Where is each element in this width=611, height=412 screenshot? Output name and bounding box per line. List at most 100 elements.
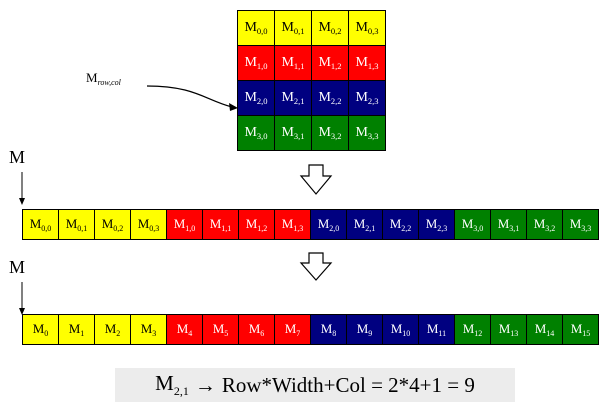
linear-cell: M3,0 [454,209,491,240]
linear-cell-1d: M2 [94,314,131,345]
cell-label: M0,2 [101,215,124,233]
cell-label: M12 [462,320,483,338]
matrix-cell: M3,1 [274,115,312,151]
array-label-m-1: M [9,147,26,167]
element-notation-base: M [86,70,98,85]
cell-label: M1 [68,320,85,338]
cell-label: M3,0 [461,215,484,233]
linear-cell: M2,3 [418,209,455,240]
linear-cell: M3,2 [526,209,563,240]
matrix-cell: M0,0 [237,10,275,46]
matrix-cell: M1,2 [311,45,349,81]
linear-cell-1d: M15 [562,314,599,345]
cell-label: M5 [212,320,229,338]
element-notation-sub: row,col [97,78,121,87]
cell-label: M2,3 [425,215,448,233]
linear-cell: M1,2 [238,209,275,240]
cell-label: M4 [176,320,193,338]
linear-cell-1d: M3 [130,314,167,345]
cell-label: M1,2 [245,215,268,233]
matrix-cell: M1,3 [348,45,386,81]
linear-cell-1d: M4 [166,314,203,345]
matrix-cell: M2,0 [237,80,275,116]
cell-label: M1,0 [244,54,268,71]
cell-label: M0,3 [355,19,379,36]
cell-label: M3,0 [244,124,268,141]
linear-cell-1d: M14 [526,314,563,345]
formula-text: Row*Width+Col = 2*4+1 = 9 [221,372,475,397]
matrix-cell: M3,3 [348,115,386,151]
cell-label: M2,3 [355,89,379,106]
linear-cell: M0,2 [94,209,131,240]
cell-label: M0,2 [318,19,342,36]
cell-label: M3,3 [569,215,592,233]
linear-cell-1d: M12 [454,314,491,345]
cell-label: M2,2 [318,89,342,106]
linear-cell: M0,1 [58,209,95,240]
cell-label: M3,3 [355,124,379,141]
cell-label: M3 [140,320,157,338]
linear-cell-1d: M6 [238,314,275,345]
linear-cell: M1,1 [202,209,239,240]
element-notation-label: Mrow,col [86,70,121,87]
linear-cell-1d: M1 [58,314,95,345]
linear-cell: M2,1 [346,209,383,240]
cell-label: M2,1 [353,215,376,233]
matrix-cell: M2,1 [274,80,312,116]
cell-label: M3,2 [533,215,556,233]
linear-cell-1d: M13 [490,314,527,345]
cell-label: M2,2 [389,215,412,233]
linear-cell: M2,2 [382,209,419,240]
linear-cell-1d: M10 [382,314,419,345]
cell-label: M7 [284,320,301,338]
cell-label: M13 [498,320,519,338]
cell-label: M8 [320,320,337,338]
cell-label: M6 [248,320,265,338]
formula-element: M2,1 [155,371,189,398]
linear-cell-1d: M9 [346,314,383,345]
linear-cell: M1,0 [166,209,203,240]
linear-cell: M3,1 [490,209,527,240]
linear-cell: M3,3 [562,209,599,240]
cell-label: M3,2 [318,124,342,141]
linear-cell-1d: M0 [22,314,59,345]
cell-label: M1,1 [209,215,232,233]
linear-cell-1d: M5 [202,314,239,345]
cell-label: M1,1 [281,54,305,71]
cell-label: M2,0 [244,89,268,106]
linear-cell: M0,0 [22,209,59,240]
linear-cell-1d: M8 [310,314,347,345]
linear-cell: M2,0 [310,209,347,240]
cell-label: M0 [32,320,49,338]
cell-label: M0,3 [137,215,160,233]
cell-label: M14 [534,320,555,338]
cell-label: M1,3 [355,54,379,71]
cell-label: M1,2 [318,54,342,71]
cell-label: M15 [570,320,591,338]
linear-cell-1d: M11 [418,314,455,345]
cell-label: M0,0 [244,19,268,36]
cell-label: M2 [104,320,121,338]
right-arrow-icon: → [194,372,216,397]
cell-label: M9 [356,320,373,338]
cell-label: M11 [426,320,447,338]
linear-cell: M1,3 [274,209,311,240]
linear-cell: M0,3 [130,209,167,240]
cell-label: M3,1 [281,124,305,141]
cell-label: M10 [390,320,411,338]
matrix-cell: M3,0 [237,115,275,151]
cell-label: M1,3 [281,215,304,233]
linear-cell-1d: M7 [274,314,311,345]
matrix-cell: M1,1 [274,45,312,81]
matrix-cell: M2,3 [348,80,386,116]
cell-label: M3,1 [497,215,520,233]
cell-label: M0,1 [281,19,305,36]
array-label-m-2: M [9,257,26,277]
cell-label: M0,1 [65,215,88,233]
cell-label: M2,0 [317,215,340,233]
matrix-cell: M2,2 [311,80,349,116]
cell-label: M2,1 [281,89,305,106]
cell-label: M0,0 [29,215,52,233]
